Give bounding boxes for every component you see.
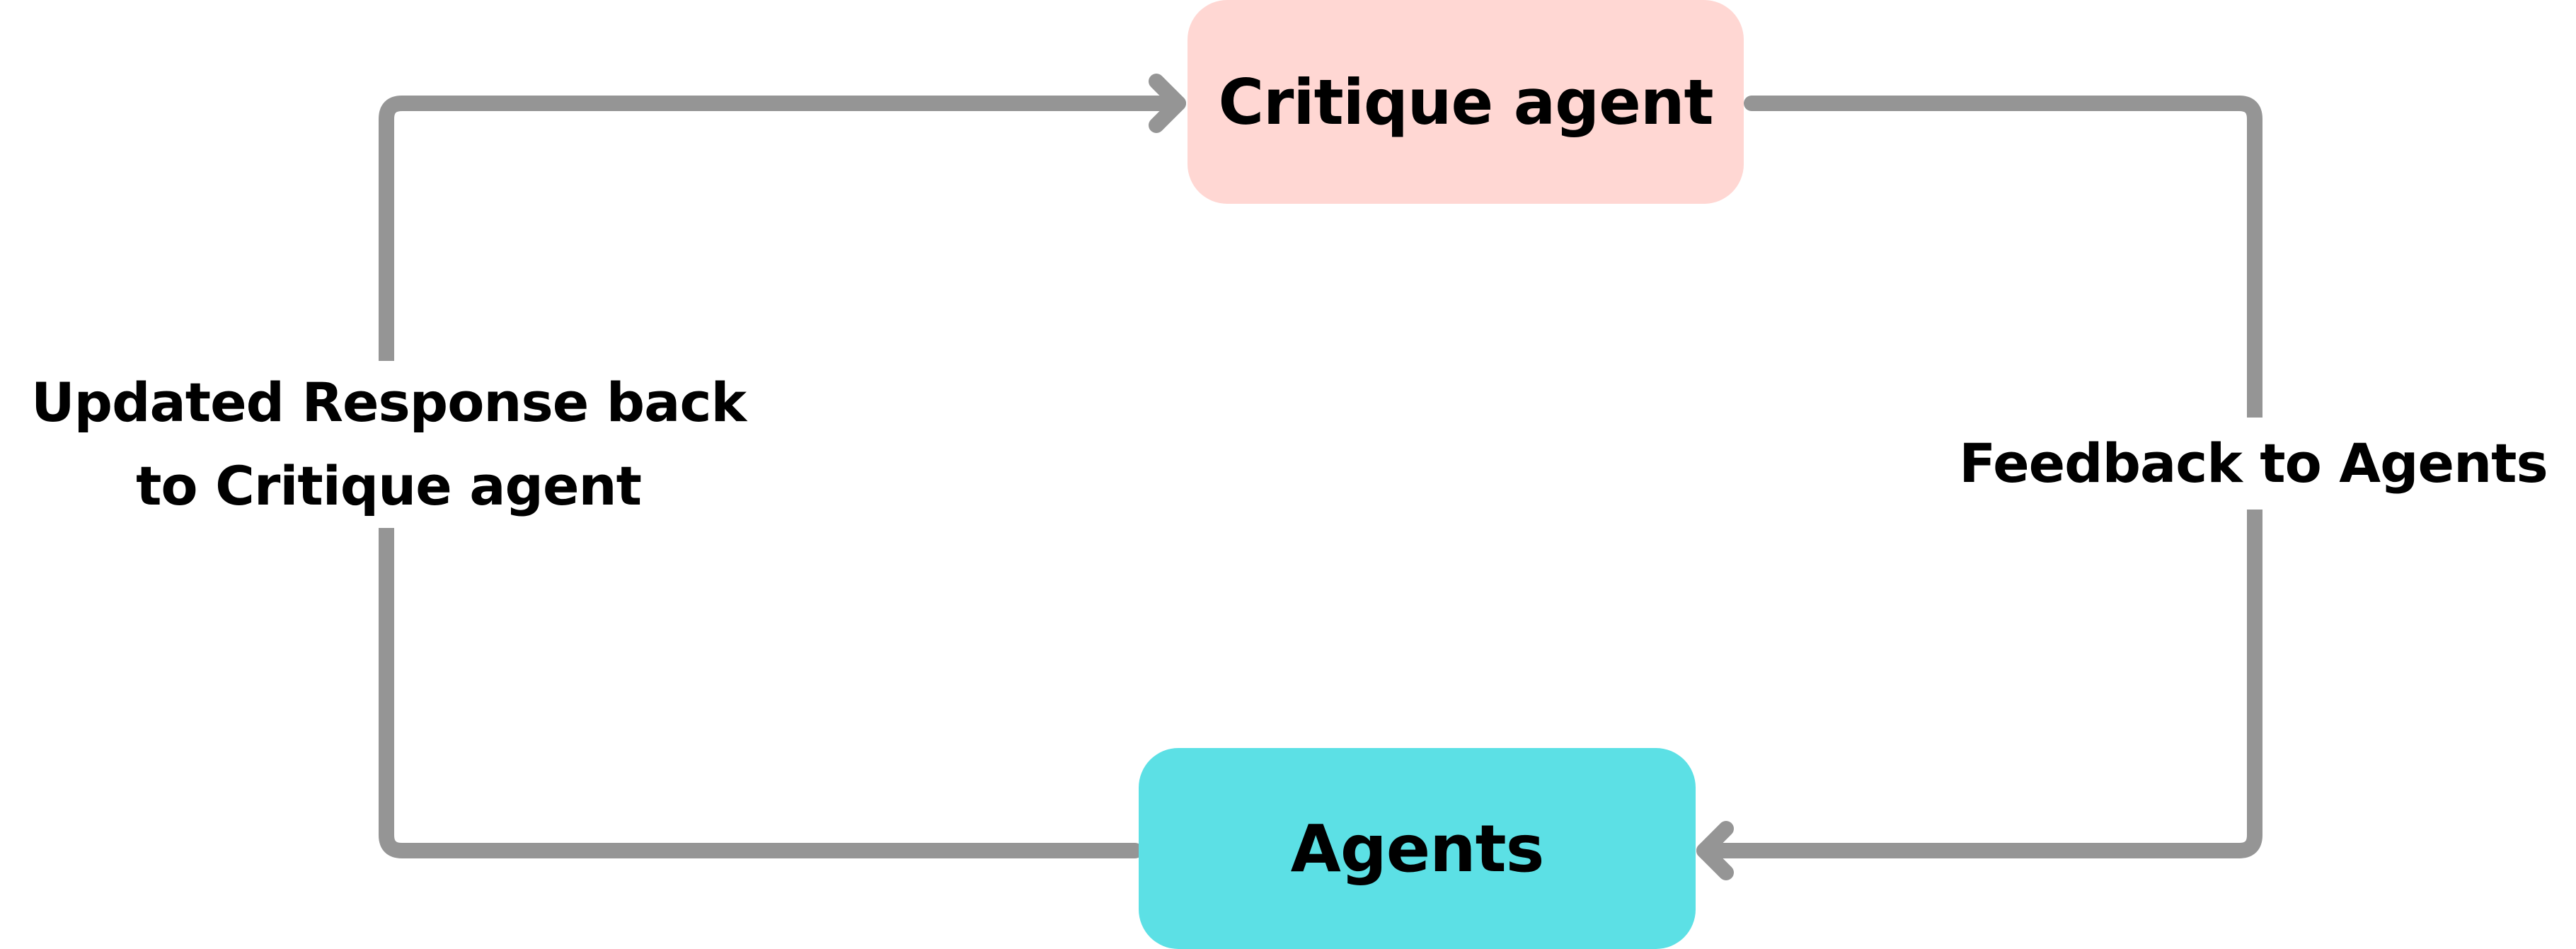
updated-response-label-line-2: to Critique agent (136, 454, 642, 517)
agents-node[interactable]: Agents (1139, 748, 1696, 949)
arrowhead-into-critique-icon (1149, 74, 1186, 133)
updated-response-label-line-1: Updated Response back (30, 371, 747, 434)
feedback-label-text: Feedback to Agents (1959, 432, 2548, 495)
arrowhead-into-agents-icon (1696, 821, 1734, 880)
critique-agent-node[interactable]: Critique agent (1188, 0, 1744, 204)
updated-response-edge-label: Updated Response back to Critique agent (21, 361, 756, 528)
feedback-edge-label: Feedback to Agents (1955, 418, 2552, 510)
agents-label: Agents (1290, 810, 1545, 887)
critique-agent-label: Critique agent (1218, 65, 1713, 139)
